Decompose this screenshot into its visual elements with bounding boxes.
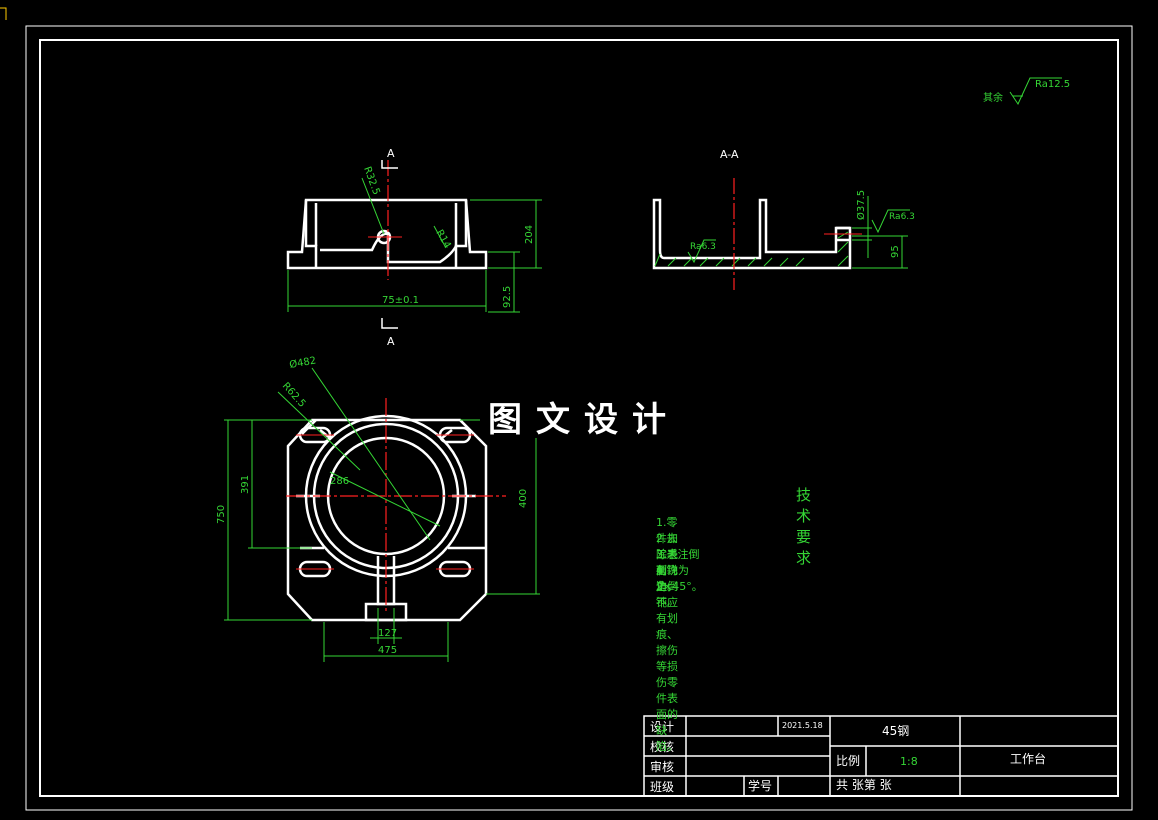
front-base-dim: 92.5 [502, 286, 513, 308]
tb-check: 校核 [650, 739, 674, 754]
tb-class: 班级 [650, 780, 674, 794]
tech-requirement-3: 3.未注倒角均为2×45°。 [656, 548, 703, 593]
watermark-text: 图文设计 [488, 400, 680, 440]
tb-scale-value: 1:8 [900, 755, 918, 768]
top-height-total: 750 [216, 505, 227, 524]
tech-requirement-4: 4.锐角倒钝。 [656, 564, 678, 609]
surface-finish-label: 其余 [983, 91, 1003, 104]
section-mark-top: A [387, 147, 395, 160]
tech-requirement-2: 2.去除毛刺飞边。 [656, 532, 678, 593]
front-view: A A 75±0.1 204 92.5 R32.5 R14 [286, 147, 542, 348]
outer-frame [25, 25, 1133, 811]
surface-finish-ra: Ra12.5 [1035, 79, 1070, 90]
top-outer-dia: Ø482 [288, 354, 317, 371]
tech-requirements-title: 技术要求 [796, 486, 814, 567]
watermark: 图文设计 [480, 390, 700, 440]
front-width-dim: 75±0.1 [382, 295, 419, 306]
surface-finish-symbol [1009, 77, 1062, 106]
section-ra2: Ra6.3 [690, 242, 716, 252]
section-label: A-A [720, 148, 739, 161]
top-inner-dia: 286 [330, 476, 349, 487]
top-height-right: 400 [518, 489, 529, 508]
tb-review: 审核 [650, 759, 674, 774]
tb-material: 45钢 [882, 724, 909, 738]
top-height-left: 391 [240, 475, 251, 494]
front-height-dim: 204 [524, 225, 535, 244]
top-slot-width: 127 [378, 628, 397, 639]
top-radius: R62.5 [280, 381, 308, 410]
corner-mark [0, 7, 7, 20]
tb-student-no: 学号 [748, 778, 772, 793]
tb-scale-label: 比例 [836, 754, 860, 768]
section-mark-bottom: A [387, 335, 395, 348]
tb-part-name: 工作台 [1010, 751, 1046, 766]
tb-sheets: 共 张第 张 [836, 778, 892, 792]
tb-design: 设计 [650, 720, 674, 734]
section-ra1: Ra6.3 [889, 212, 915, 222]
title-block [643, 715, 1119, 797]
tech-requirement-1: 1.零件加工表面上，不应有划痕、擦伤等损伤零件表面的缺陷。 [656, 516, 678, 753]
top-base-width: 475 [378, 645, 397, 656]
tb-date: 2021.5.18 [782, 721, 823, 730]
section-view: A-A Ø37.5 95 Ra6.3 Ra6.3 [652, 148, 915, 290]
section-height-dim: 95 [890, 245, 901, 258]
front-radius-dim: R32.5 [361, 165, 381, 196]
section-dia-dim: Ø37.5 [855, 190, 867, 220]
title-block-text: 设计 校核 审核 班级 学号 2021.5.18 45钢 比例 1:8 共 张第… [650, 720, 1046, 794]
front-hole-dim: R14 [433, 228, 452, 251]
inner-frame [39, 39, 1119, 797]
